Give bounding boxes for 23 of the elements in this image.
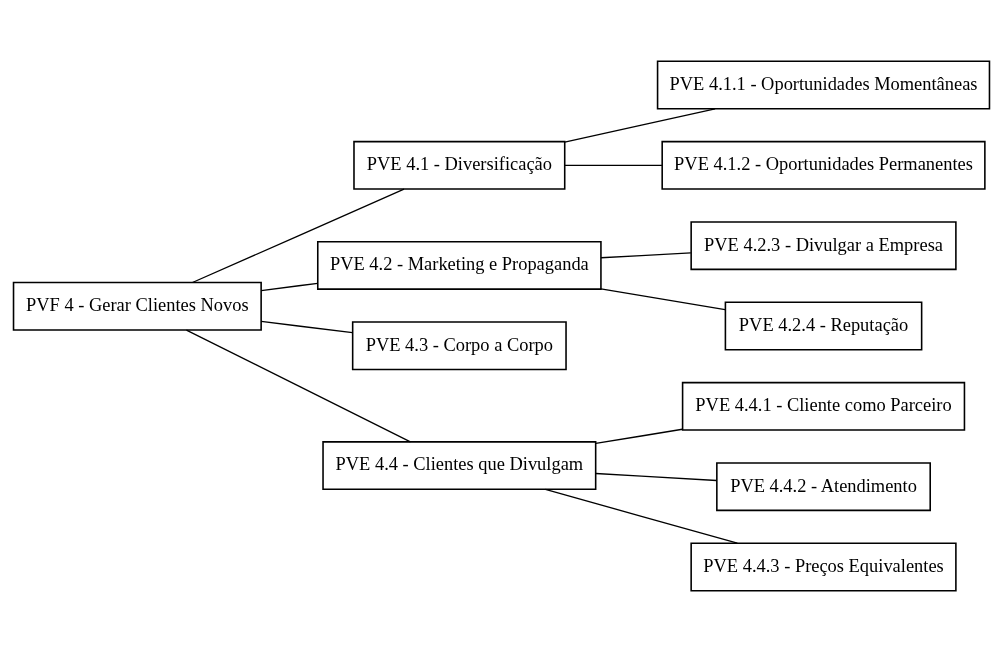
connector: [595, 428, 684, 445]
node-box: PVE 4.4.1 - Cliente como Parceiro: [681, 381, 966, 431]
node-box: PVE 4.1.1 - Oportunidades Momentâneas: [656, 60, 991, 110]
node-box: PVE 4.1 - Diversificação: [353, 140, 566, 190]
connector: [600, 288, 726, 311]
connector: [185, 329, 412, 443]
connector: [564, 108, 716, 143]
connector: [260, 320, 354, 334]
connector: [260, 282, 319, 292]
node-box: PVE 4.2 - Marketing e Propaganda: [316, 240, 602, 290]
node-box: PVE 4.4 - Clientes que Divulgam: [322, 441, 597, 491]
connector: [564, 164, 663, 166]
node-box: PVE 4.4.2 - Atendimento: [716, 462, 931, 512]
connector: [595, 472, 718, 482]
node-box: PVE 4.2.4 - Reputação: [724, 301, 923, 351]
connector: [191, 188, 405, 284]
node-box: PVF 4 - Gerar Clientes Novos: [12, 281, 262, 331]
node-box: PVE 4.4.3 - Preços Equivalentes: [690, 542, 957, 592]
node-box: PVE 4.2.3 - Divulgar a Empresa: [690, 221, 957, 271]
connector: [600, 252, 692, 259]
node-box: PVE 4.3 - Corpo a Corpo: [351, 321, 567, 371]
node-box: PVE 4.1.2 - Oportunidades Permanentes: [661, 140, 986, 190]
connector: [544, 488, 738, 544]
